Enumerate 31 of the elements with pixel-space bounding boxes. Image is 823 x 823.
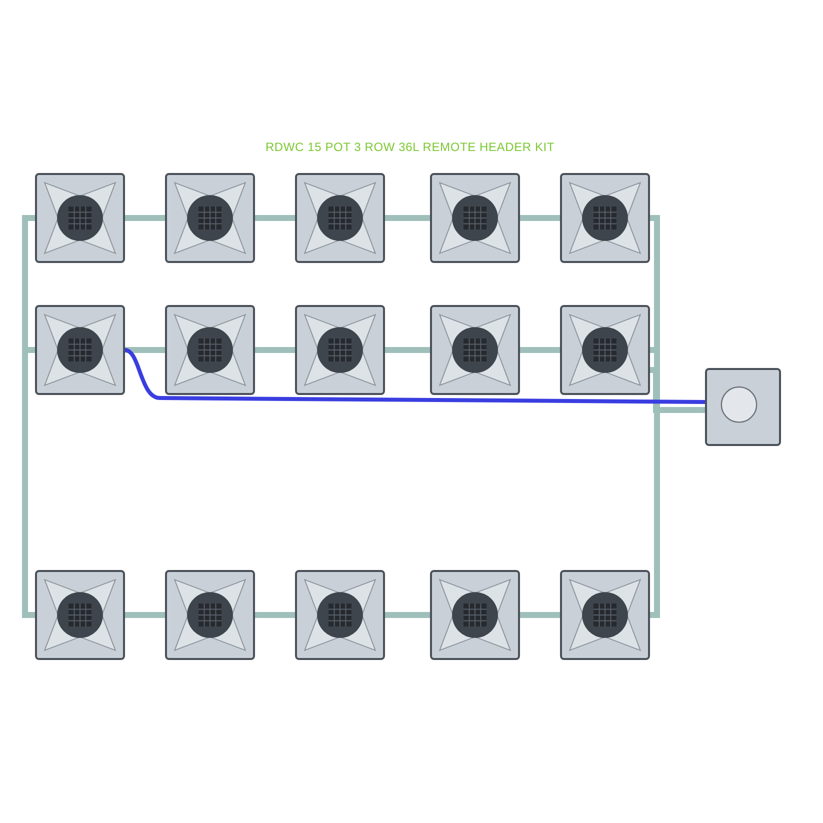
pipe	[385, 215, 430, 221]
pot-drawing	[430, 570, 520, 660]
pot-drawing	[295, 173, 385, 263]
pot-drawing	[35, 305, 125, 395]
pot-drawing	[165, 173, 255, 263]
pipe	[125, 215, 165, 221]
pot-drawing	[560, 173, 650, 263]
pot-drawing	[165, 305, 255, 395]
pipe	[255, 215, 295, 221]
pipe	[255, 347, 295, 353]
pot-drawing	[430, 173, 520, 263]
hose	[124, 348, 706, 404]
pot-drawing	[295, 570, 385, 660]
pipe	[125, 347, 165, 353]
header-tank-drawing	[705, 368, 781, 446]
pipe	[385, 347, 430, 353]
pipe	[520, 612, 560, 618]
pot-drawing	[165, 570, 255, 660]
pot-drawing	[560, 305, 650, 395]
pipe	[650, 367, 705, 413]
pipe	[520, 215, 560, 221]
pipe	[255, 612, 295, 618]
pot-drawing	[295, 305, 385, 395]
pot-drawing	[430, 305, 520, 395]
pipe	[520, 347, 560, 353]
pot-drawing	[35, 570, 125, 660]
pipe	[385, 612, 430, 618]
pot-drawing	[560, 570, 650, 660]
title: RDWC 15 POT 3 ROW 36L REMOTE HEADER KIT	[264, 139, 556, 156]
pot-drawing	[35, 173, 125, 263]
pipe	[125, 612, 165, 618]
